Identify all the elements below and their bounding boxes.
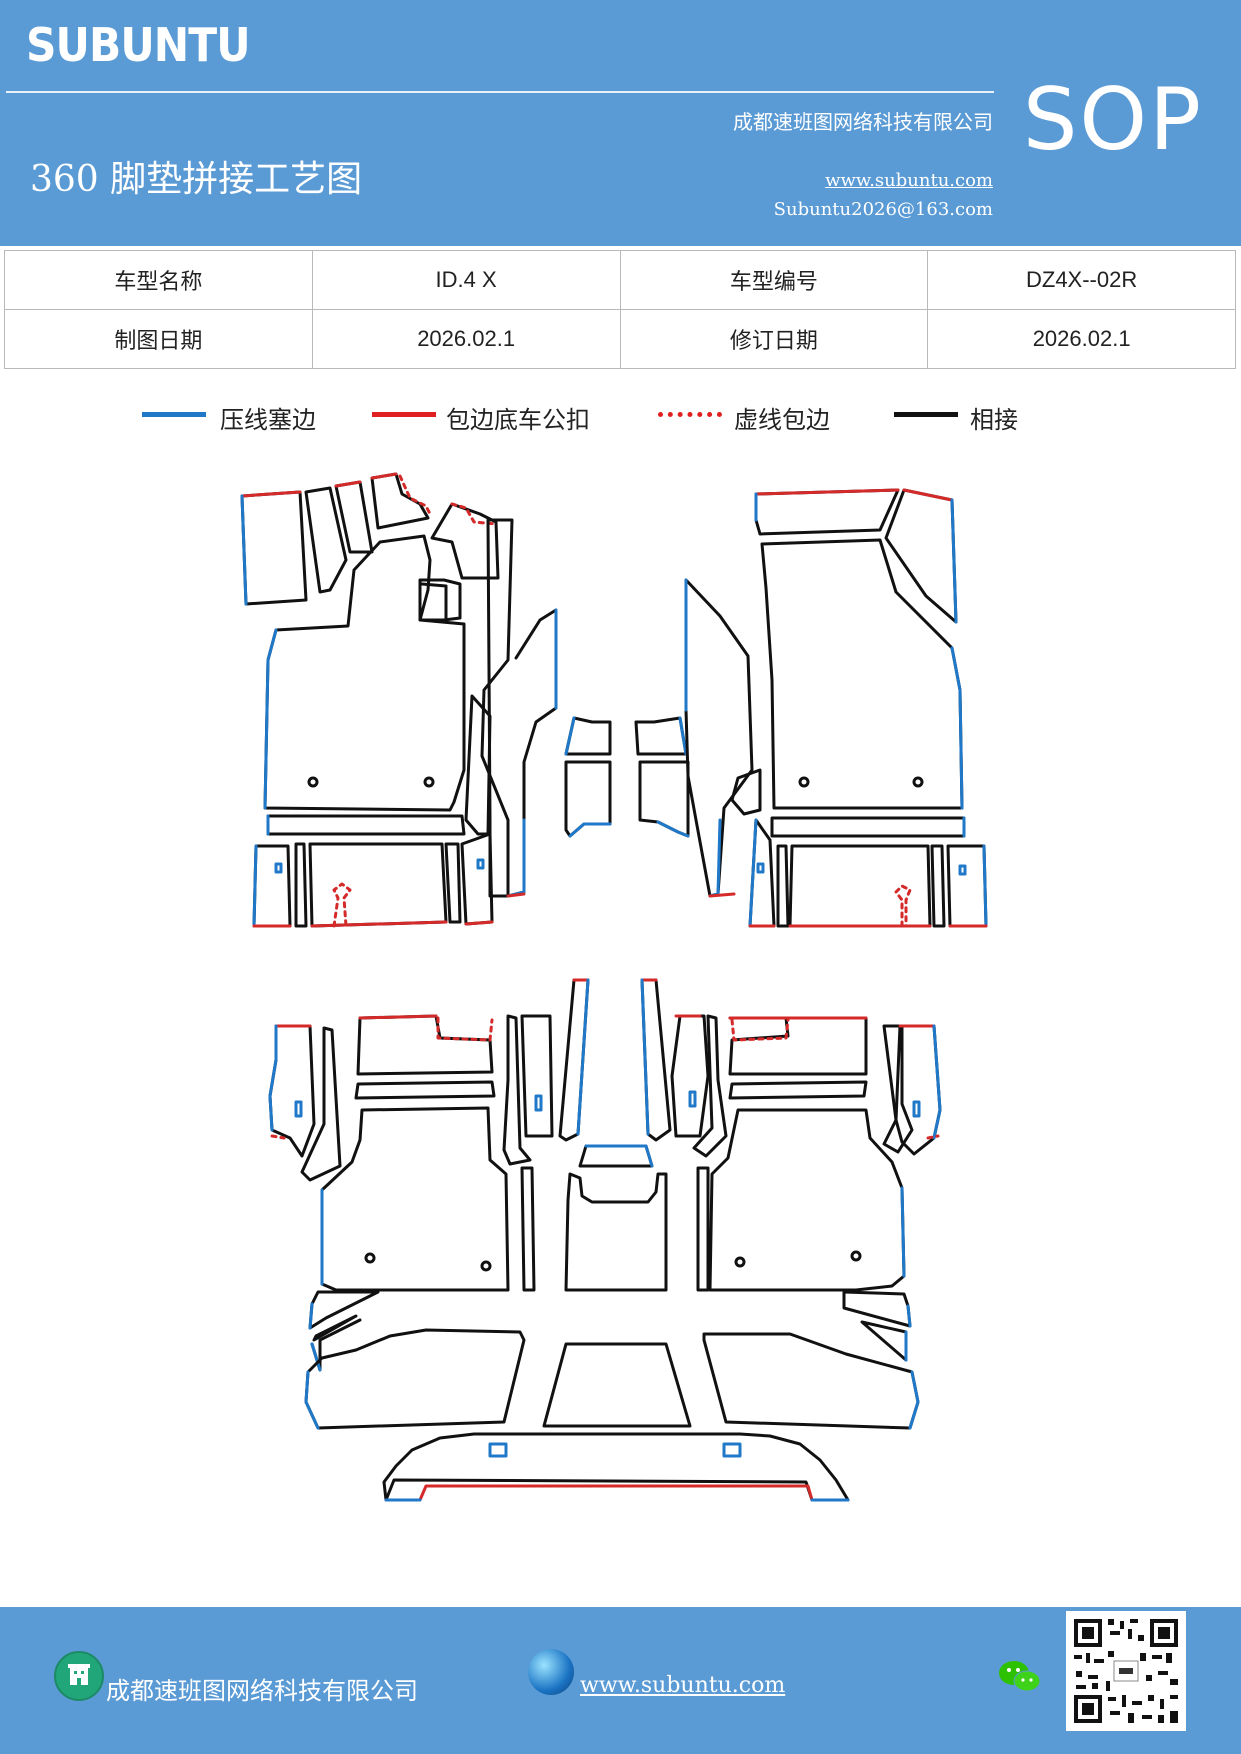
legend-swatch-red <box>372 412 436 417</box>
table-row: 车型名称 ID.4 X 车型编号 DZ4X--02R <box>4 250 1236 310</box>
info-table: 车型名称 ID.4 X 车型编号 DZ4X--02R 制图日期 2026.02.… <box>4 250 1236 369</box>
rear-left-mat <box>268 1014 554 1430</box>
legend-label: 包边底车公扣 <box>446 406 590 434</box>
legend-label: 虚线包边 <box>734 406 830 434</box>
globe-icon <box>528 1649 574 1695</box>
header: SUBUNTU SOP 成都速班图网络科技有限公司 360 脚垫拼接工艺图 ww… <box>0 0 1241 246</box>
revise-date-label: 修订日期 <box>619 309 929 369</box>
legend-swatch-blue <box>142 412 206 417</box>
center-small-pieces <box>564 716 690 838</box>
sop-mark: SOP <box>1022 70 1203 170</box>
draw-date-label: 制图日期 <box>4 309 313 369</box>
draw-date-value: 2026.02.1 <box>311 309 621 369</box>
rear-center-mat <box>382 978 850 1502</box>
table-row: 制图日期 2026.02.1 修订日期 2026.02.1 <box>4 309 1236 369</box>
building-icon <box>54 1651 104 1701</box>
header-website-link[interactable]: www.subuntu.com <box>825 170 993 191</box>
legend-swatch-black <box>894 412 958 417</box>
front-left-mat <box>240 472 558 928</box>
legend: 压线塞边 包边底车公扣 虚线包边 相接 <box>0 400 1241 440</box>
brand-logo: SUBUNTU <box>26 18 251 72</box>
header-email: Subuntu2026@163.com <box>773 199 993 220</box>
footer-website-link[interactable]: www.subuntu.com <box>580 1673 786 1698</box>
rear-right-mat <box>670 1014 942 1430</box>
page-title: 360 脚垫拼接工艺图 <box>30 159 363 200</box>
front-right-mat <box>684 488 988 928</box>
legend-label: 压线塞边 <box>220 406 316 434</box>
footer: 成都速班图网络科技有限公司 www.subuntu.com <box>0 1607 1241 1754</box>
model-code-value: DZ4X--02R <box>927 250 1236 310</box>
revise-date-value: 2026.02.1 <box>927 309 1236 369</box>
header-divider <box>6 91 994 93</box>
model-name-value: ID.4 X <box>311 250 621 310</box>
legend-swatch-red-dotted <box>658 412 722 417</box>
model-code-label: 车型编号 <box>619 250 929 310</box>
floor-mat-diagram <box>240 472 988 1502</box>
footer-company: 成都速班图网络科技有限公司 <box>106 1677 418 1705</box>
wechat-icon[interactable] <box>996 1657 1044 1697</box>
header-company: 成都速班图网络科技有限公司 <box>733 110 993 134</box>
legend-label: 相接 <box>970 406 1018 434</box>
model-name-label: 车型名称 <box>4 250 313 310</box>
qr-code <box>1066 1611 1186 1731</box>
